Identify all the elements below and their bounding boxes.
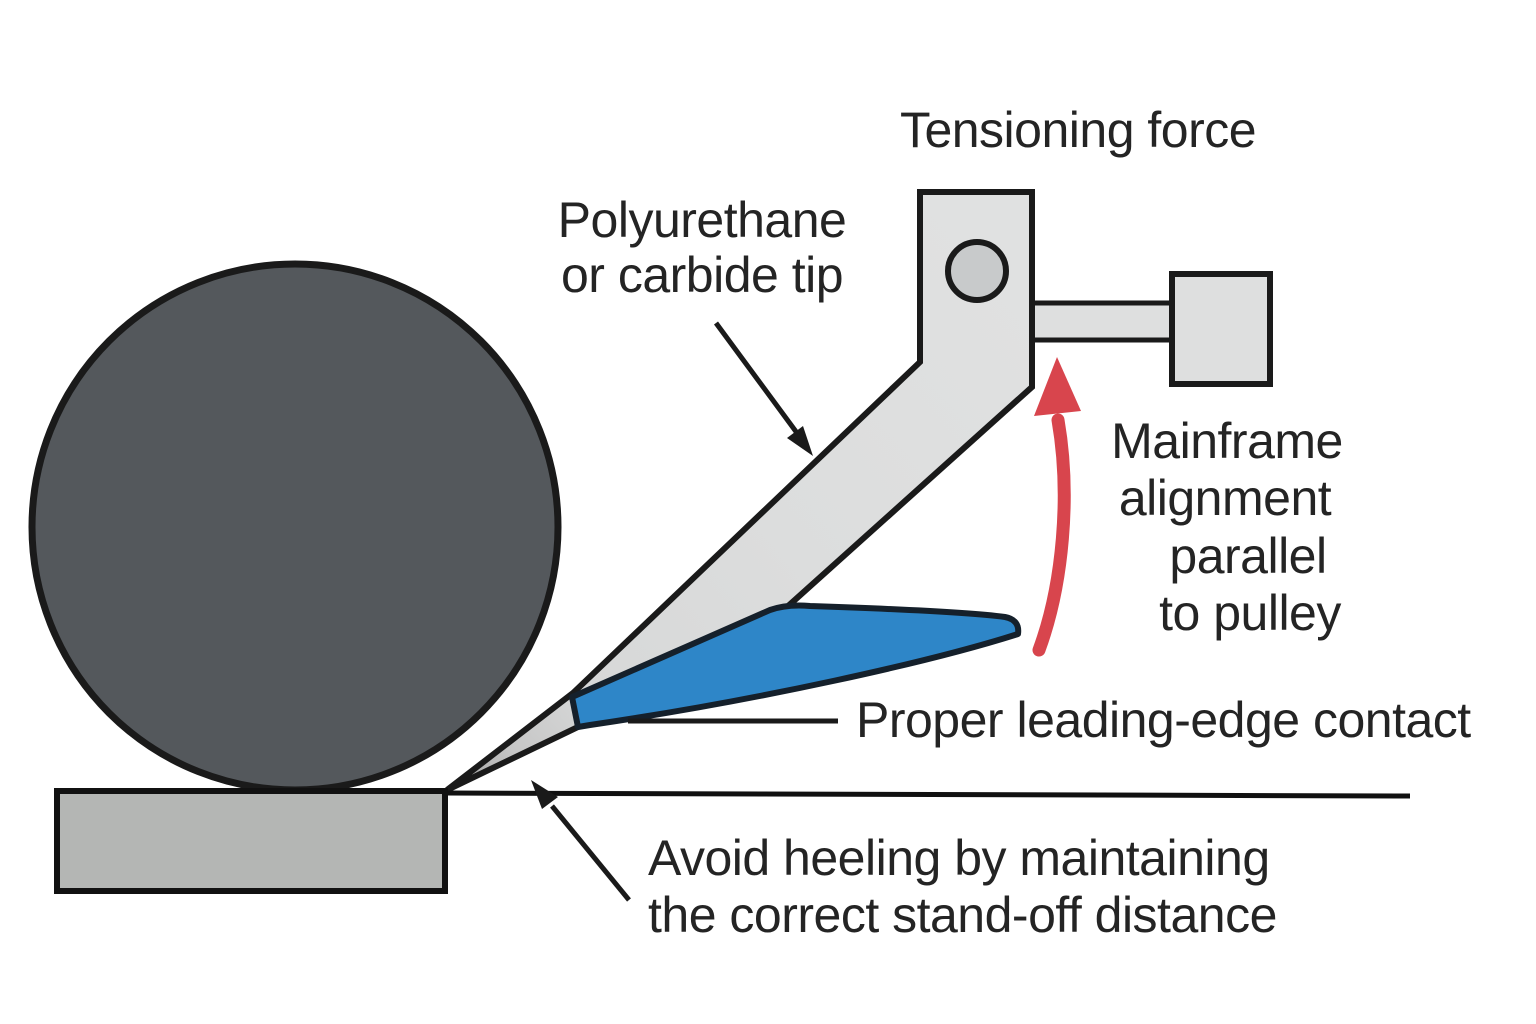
label-mainframe-alignment-line4: to pulley [1159,585,1341,641]
heeling-leader-arrow [531,780,631,902]
label-polyurethane-tip: Polyurethane or carbide tip [558,192,847,303]
label-mainframe-alignment-line2: alignment [1119,470,1332,526]
label-leading-edge-contact: Proper leading-edge contact [856,692,1471,748]
tensioner-pivot-hole [945,239,1009,303]
tensioner-bar [1029,300,1175,343]
label-tensioning-force: Tensioning force [900,102,1256,158]
label-mainframe-alignment-line3: parallel [1169,528,1326,584]
pulley [28,260,562,794]
label-polyurethane-tip-line1: Polyurethane [558,192,847,248]
label-avoid-heeling: Avoid heeling by maintaining the correct… [648,830,1277,943]
label-avoid-heeling-line2: the correct stand-off distance [648,887,1277,943]
heeling-leader-arrowhead-icon [531,780,558,809]
label-polyurethane-tip-line2: or carbide tip [561,247,843,303]
tip-leader-arrowhead-icon [787,426,813,456]
scraper-blade [569,602,1022,730]
label-avoid-heeling-line1: Avoid heeling by maintaining [648,830,1270,886]
tip-leader-arrow [713,321,813,456]
tensioner-weight-block [1169,271,1273,387]
belt-support-base [54,788,448,894]
belt-line [444,790,1411,799]
label-mainframe-alignment-line1: Mainframe [1111,413,1343,469]
label-mainframe-alignment: Mainframe alignment parallel to pulley [1111,413,1343,641]
alignment-up-arrow-icon [1032,357,1081,657]
